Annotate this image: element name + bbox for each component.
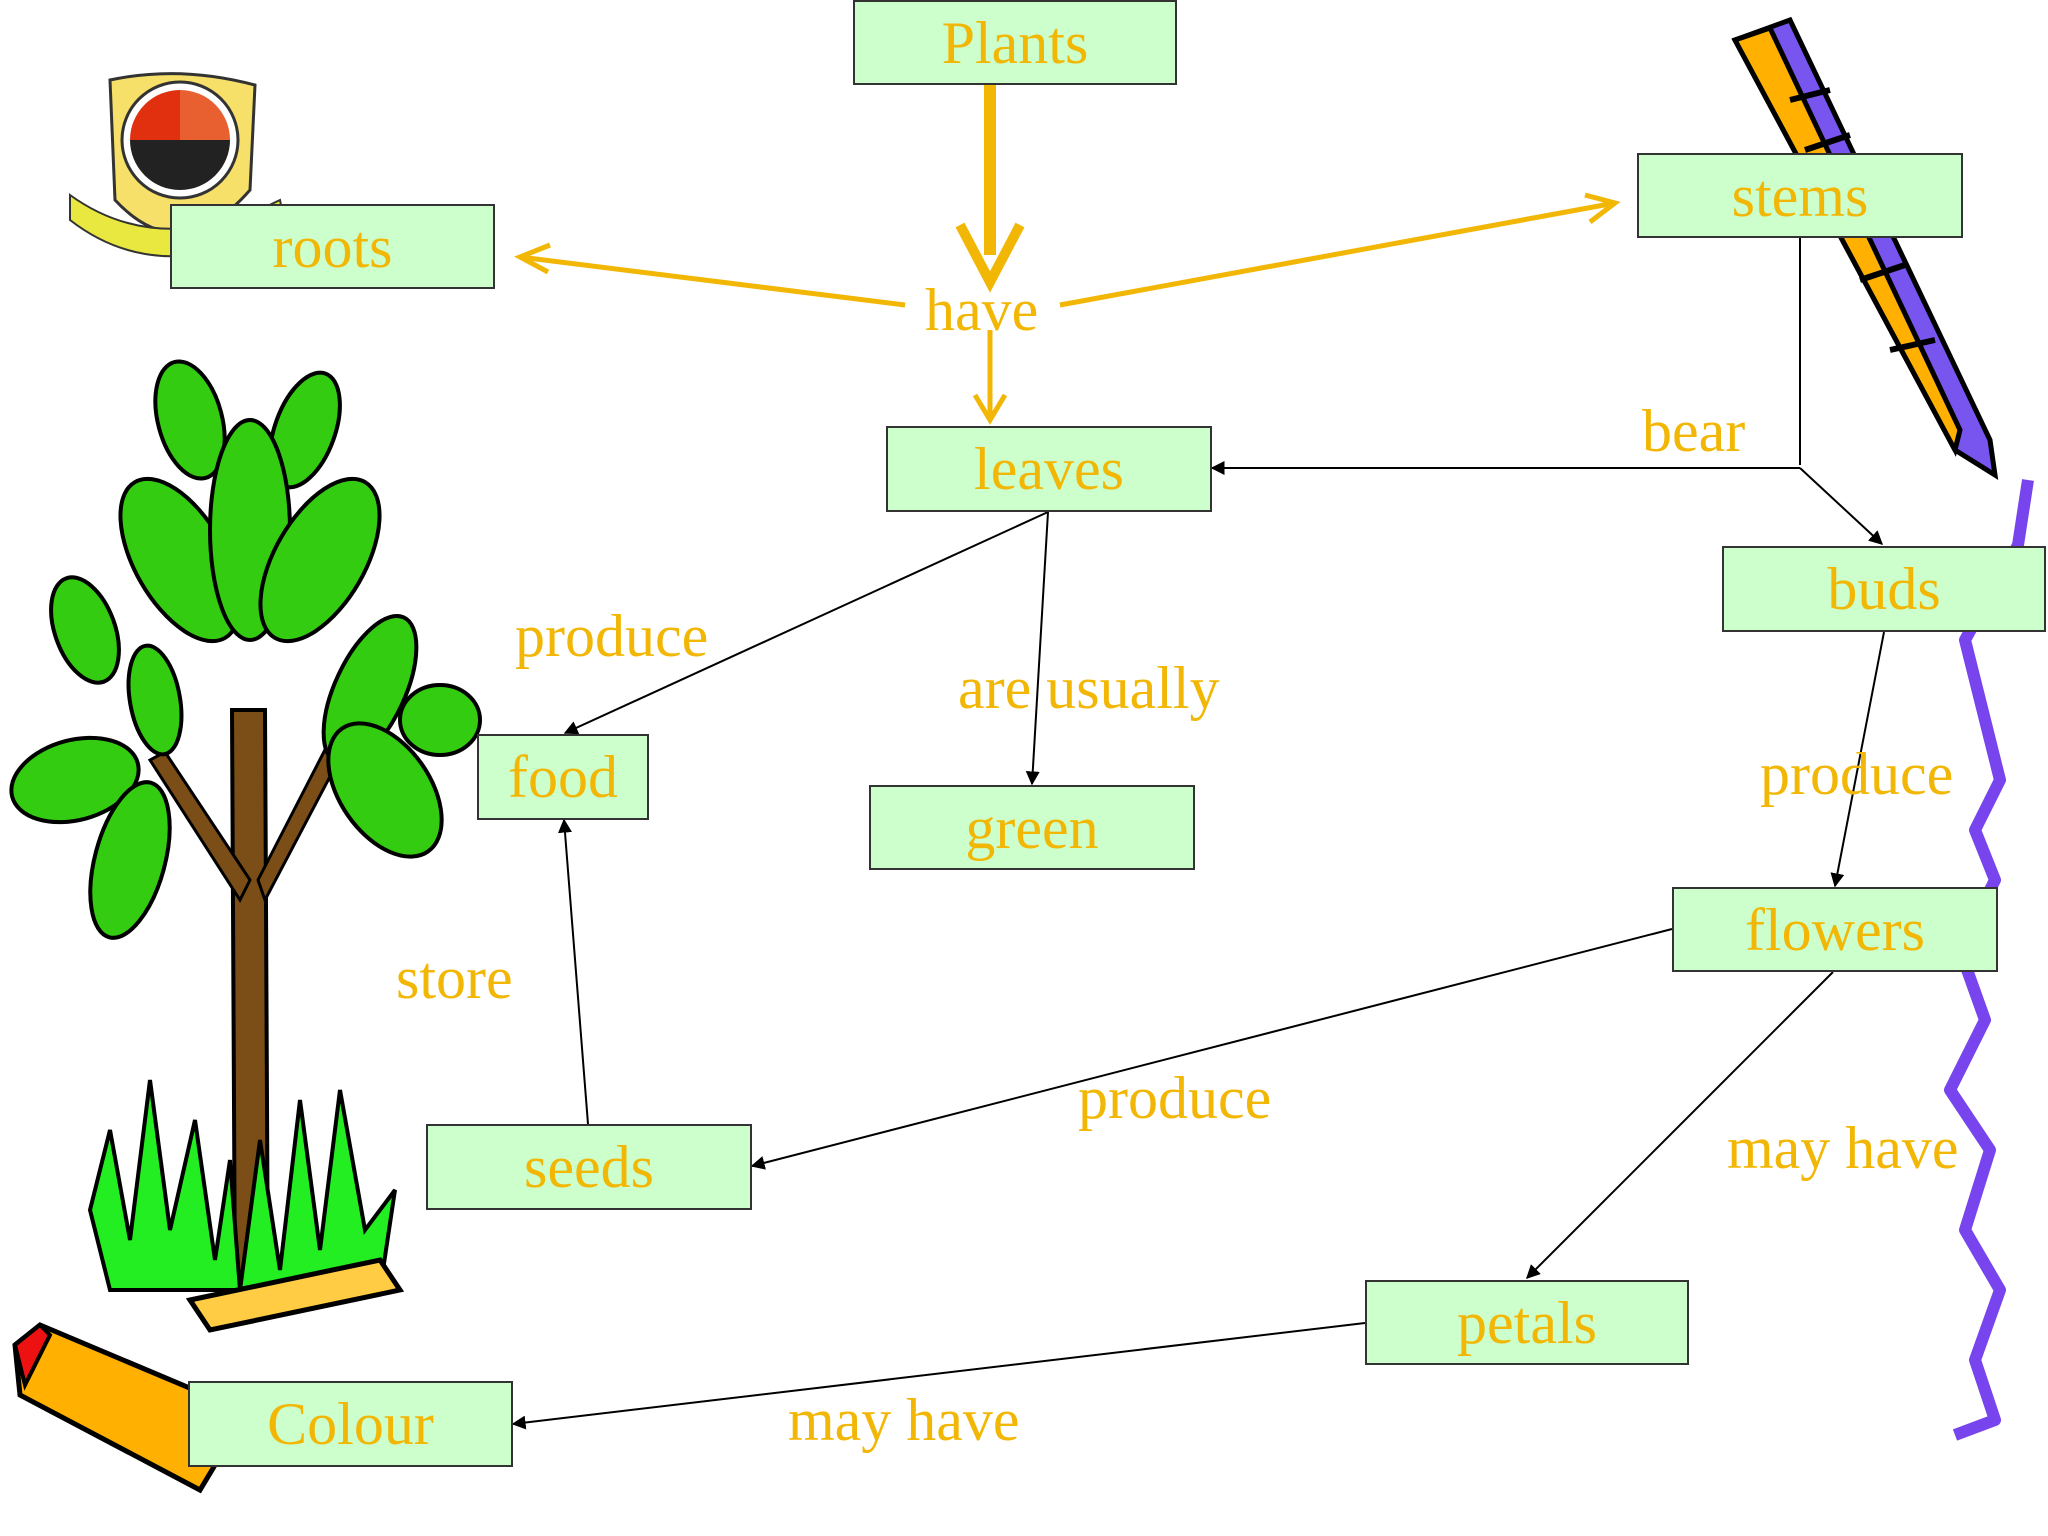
link-label-are-usually: are usually: [958, 655, 1220, 721]
arrow-petals-colour: [511, 1322, 1366, 1430]
node-roots: roots: [170, 204, 495, 289]
node-plants: Plants: [853, 0, 1177, 85]
link-label-store: store: [396, 945, 513, 1011]
link-label-produce-seeds: produce: [1078, 1065, 1272, 1131]
node-buds: buds: [1722, 546, 2046, 632]
arrow-flowers-petals: [1526, 971, 1834, 1279]
arrow-have-stems: [1059, 200, 1616, 308]
node-petals: petals: [1365, 1280, 1689, 1365]
arrowhead-have-roots: [514, 242, 551, 275]
node-green: green: [869, 785, 1195, 870]
arrow-have-roots: [519, 254, 906, 308]
link-label-bear: bear: [1642, 398, 1746, 464]
link-label-produce-flowers: produce: [1760, 741, 1954, 807]
link-label-may-have-colour: may have: [788, 1387, 1020, 1453]
node-stems: stems: [1637, 153, 1963, 238]
arrow-seeds-food: [558, 818, 589, 1125]
pencil-icon: [1731, 16, 1999, 480]
arrow-leaves-food: [563, 511, 1049, 735]
arrow-buds-flowers: [1830, 631, 1885, 888]
arrow-bear-buds: [1799, 467, 1884, 545]
purple-wavy-line: [1944, 479, 2034, 1441]
node-leaves: leaves: [886, 426, 1212, 512]
link-label-may-have-petals: may have: [1727, 1115, 1959, 1181]
arrowhead-have-stems: [1584, 192, 1621, 224]
node-seeds: seeds: [426, 1124, 752, 1210]
link-label-have: have: [925, 277, 1039, 343]
arrow-flowers-seeds: [750, 928, 1673, 1170]
tree-icon: [9, 359, 482, 1302]
link-label-produce-food: produce: [515, 603, 709, 669]
node-flowers: flowers: [1672, 887, 1998, 972]
node-colour: Colour: [188, 1381, 513, 1467]
arrow-leaves-green: [1025, 511, 1049, 786]
node-food: food: [477, 734, 649, 820]
arrowhead-have-leaves: [972, 393, 1008, 425]
arrowhead-plants-have: [955, 222, 1025, 293]
